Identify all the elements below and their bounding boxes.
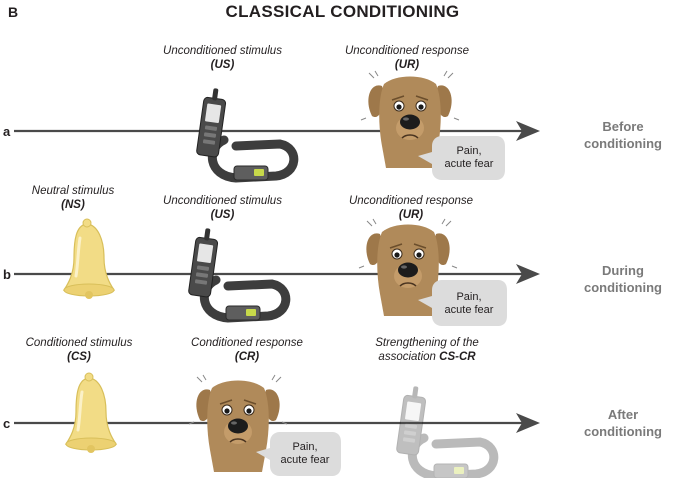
caption-neutral-stimulus: Neutral stimulus (NS) [18, 184, 128, 212]
bubble-line-2: acute fear [444, 158, 494, 170]
row-letter-a: a [3, 124, 11, 139]
bubble-text: Pain, acute fear [271, 441, 339, 467]
caption-text: Conditioned stimulus [25, 337, 133, 349]
phase-line-1: During [602, 263, 644, 278]
caption-conditioned-stimulus: Conditioned stimulus (CS) [14, 336, 144, 364]
caption-unconditioned-response: Unconditioned response (UR) [336, 194, 486, 222]
caption-unconditioned-stimulus: Unconditioned stimulus (US) [150, 194, 295, 222]
caption-text: Conditioned response [191, 337, 303, 349]
bubble-line-1: Pain, [292, 441, 318, 453]
phase-line-2: conditioning [584, 280, 662, 295]
caption-strengthening-association: Strengthening of the association CS-CR [352, 336, 502, 364]
caption-text: Strengthening of the [375, 337, 479, 349]
phase-line-1: After [607, 407, 639, 422]
shock-collar-icon [196, 87, 294, 180]
phase-line-2: conditioning [584, 136, 662, 151]
row-letter-b: b [3, 267, 11, 282]
caption-text: Unconditioned stimulus [163, 195, 282, 207]
caption-text: Unconditioned response [348, 195, 474, 207]
bubble-text: Pain, acute fear [435, 145, 503, 171]
caption-text: Unconditioned stimulus [163, 45, 282, 57]
caption-abbrev: (NS) [61, 199, 85, 211]
caption-abbrev: (UR) [398, 209, 424, 221]
phase-line-2: conditioning [584, 424, 662, 439]
speech-bubble [418, 280, 507, 326]
bell-icon [62, 217, 116, 301]
faded-shock-collar-icon [396, 385, 494, 478]
bubble-line-1: Pain, [456, 145, 482, 157]
panel-letter: B [8, 4, 19, 20]
caption-abbrev: (CS) [67, 351, 91, 363]
bubble-line-2: acute fear [444, 304, 494, 316]
caption-unconditioned-response: Unconditioned response (UR) [332, 44, 482, 72]
phase-line-1: Before [602, 119, 644, 134]
phase-label-during: During conditioning [568, 262, 678, 296]
row-letter-c: c [3, 416, 11, 431]
caption-unconditioned-stimulus: Unconditioned stimulus (US) [150, 44, 295, 72]
caption-text: Unconditioned response [344, 45, 470, 57]
bubble-line-1: Pain, [456, 291, 482, 303]
bubble-text: Pain, acute fear [435, 291, 503, 317]
bell-icon [64, 371, 118, 455]
caption-abbrev: (UR) [394, 59, 420, 71]
phase-label-before: Before conditioning [568, 118, 678, 152]
bubble-line-2: acute fear [280, 454, 330, 466]
page-title: CLASSICAL CONDITIONING [225, 2, 460, 21]
speech-bubble [256, 432, 341, 476]
caption-abbrev: (CR) [234, 351, 260, 363]
caption-abbrev: CS-CR [439, 351, 476, 363]
phase-label-after: After conditioning [568, 406, 678, 440]
caption-text: association [378, 351, 440, 363]
caption-text: Neutral stimulus [31, 185, 115, 197]
caption-abbrev: (US) [210, 209, 235, 221]
speech-bubble [418, 136, 505, 180]
caption-abbrev: (US) [210, 59, 235, 71]
caption-conditioned-response: Conditioned response (CR) [182, 336, 312, 364]
